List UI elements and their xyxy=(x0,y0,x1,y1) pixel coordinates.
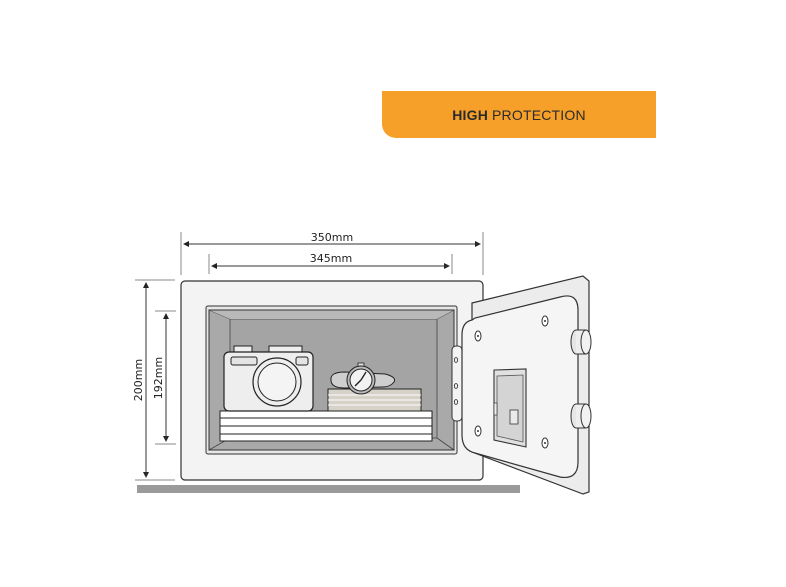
safe-door xyxy=(461,275,592,495)
paper-stack xyxy=(327,388,422,412)
width-dimensions: 350mm 345mm xyxy=(180,231,484,275)
document-stack xyxy=(219,410,433,442)
inner-height-label: 192mm xyxy=(152,357,165,399)
floor xyxy=(137,485,520,493)
outer-height-label: 200mm xyxy=(132,359,145,401)
protection-level-banner: HIGH PROTECTION xyxy=(382,91,656,138)
door-hinge xyxy=(451,345,463,422)
camera-icon xyxy=(223,345,314,412)
inner-width-label: 345mm xyxy=(310,252,352,265)
banner-text: PROTECTION xyxy=(492,106,586,123)
door-knob-bottom-icon xyxy=(570,403,592,429)
banner-bold-text: HIGH xyxy=(452,106,489,123)
wristwatch-icon xyxy=(330,362,396,395)
door-knob-top-icon xyxy=(570,329,592,355)
height-dimensions: 200mm 192mm xyxy=(132,279,176,481)
outer-width-label: 350mm xyxy=(311,231,353,244)
